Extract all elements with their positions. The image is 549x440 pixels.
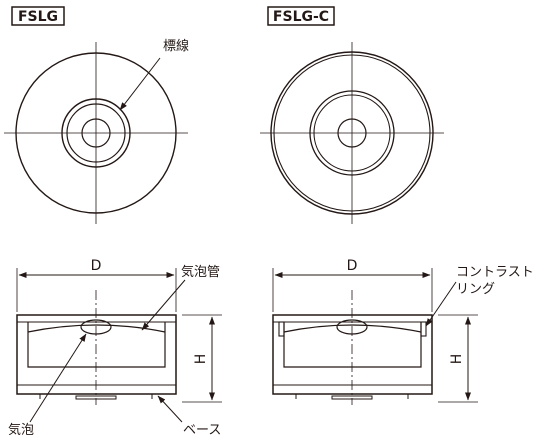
- dimension-d-label: D: [91, 258, 102, 274]
- side-view-fslg-c: [272, 268, 478, 405]
- reference-line-label: 標線: [163, 38, 189, 54]
- contrast-ring-left: [278, 321, 285, 337]
- bubble-label: 気泡: [8, 422, 34, 438]
- base-label: ベース: [183, 423, 221, 438]
- model-name-fslg: FSLG: [18, 9, 58, 25]
- dimension-h-label: H: [193, 354, 209, 365]
- bubble-leader: [29, 333, 87, 423]
- outer-circle: [270, 51, 434, 215]
- center-circle: [337, 118, 367, 148]
- top-view-fslg-c: [260, 42, 444, 224]
- vial-outer-circle: [61, 98, 131, 168]
- top-view-fslg: [4, 42, 188, 224]
- contrast-ring-label-line1: コントラスト: [456, 265, 534, 280]
- outer-circle: [15, 52, 177, 214]
- base-leader: [157, 395, 183, 423]
- side-view-fslg: [16, 268, 222, 423]
- reference-line-leader: [119, 57, 161, 111]
- reference-line-circle: [66, 103, 126, 163]
- tube-label: 気泡管: [181, 264, 220, 280]
- dimension-d-label: D: [347, 258, 358, 274]
- vial-tube: [27, 322, 166, 368]
- body-outline: [16, 314, 177, 395]
- model-name-fslg-c: FSLG-C: [273, 9, 329, 25]
- model-title-fslg-c: FSLG-C: [267, 6, 335, 26]
- dimension-h-label: H: [449, 354, 465, 365]
- contrast-ring-right: [420, 321, 427, 337]
- reference-line-circle: [313, 94, 391, 172]
- body-outline: [272, 314, 433, 395]
- vial-tube-curve: [283, 324, 422, 333]
- vial-outer-circle: [309, 90, 395, 176]
- tube-leader: [141, 279, 186, 331]
- contrast-ring-label-line2: リング: [456, 282, 495, 297]
- vial-tube: [283, 322, 422, 368]
- vial-tube-curve: [27, 324, 166, 333]
- center-circle: [81, 118, 111, 148]
- contrast-ring-leader: [425, 281, 457, 327]
- model-title-fslg: FSLG: [11, 6, 65, 26]
- contrast-ring-circle: [273, 54, 431, 212]
